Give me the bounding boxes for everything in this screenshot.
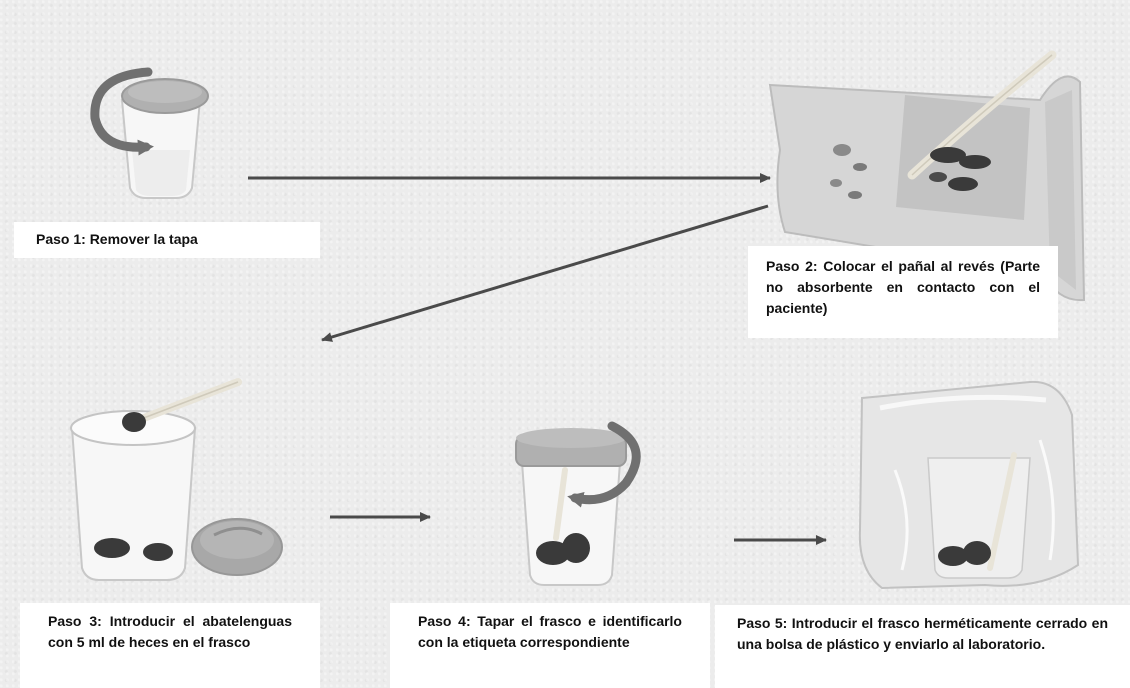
step-5-caption: Paso 5: Introducir el frasco herméticame… — [715, 605, 1130, 688]
flow-arrow-2-3 — [322, 206, 768, 340]
jar-closing-icon — [516, 426, 636, 585]
step-2-caption: Paso 2: Colocar el pañal al revés (Parte… — [748, 246, 1058, 338]
plastic-bag-icon — [860, 382, 1078, 588]
jar-with-spatula-icon — [71, 382, 282, 580]
step-4-caption: Paso 4: Tapar el frasco e identificarlo … — [390, 603, 710, 688]
step-1-caption: Paso 1: Remover la tapa — [14, 222, 320, 258]
jar-open-icon — [95, 72, 208, 198]
step-3-caption: Paso 3: Introducir el abatelenguas con 5… — [20, 603, 320, 688]
